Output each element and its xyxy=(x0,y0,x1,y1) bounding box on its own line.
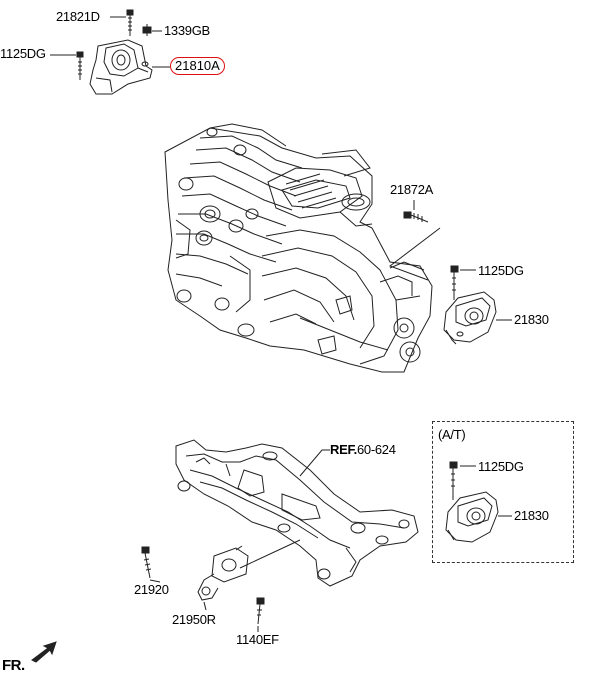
engine-transaxle-assembly xyxy=(164,123,433,373)
bolt-1140ef xyxy=(256,597,265,625)
roll-rod-21950r xyxy=(197,545,249,601)
bolt-21872a xyxy=(403,211,429,223)
at-transaxle-mount-21830 xyxy=(445,491,499,543)
transaxle-mount-21830 xyxy=(443,291,497,345)
label-1140ef: 1140EF xyxy=(236,632,279,647)
label-21920: 21920 xyxy=(134,582,169,597)
label-21872a: 21872A xyxy=(390,182,434,197)
label-21950r: 21950R xyxy=(172,612,216,627)
reference-prefix: REF. xyxy=(330,442,357,457)
reference-number: 60-624 xyxy=(356,442,396,457)
label-21810a-highlight: 21810A xyxy=(170,57,225,75)
label-1125dg-mid: 1125DG xyxy=(478,263,524,278)
bolt-21821d xyxy=(126,9,134,36)
label-21830-mid: 21830 xyxy=(514,312,549,327)
at-bolt-1125dg xyxy=(449,461,458,500)
sub-frame-crossmember xyxy=(175,439,419,587)
front-direction-label: FR. xyxy=(2,657,25,674)
bolt-1125dg-mid xyxy=(450,265,459,300)
front-arrow-icon xyxy=(31,641,57,663)
automatic-transmission-box xyxy=(432,421,574,563)
bolt-21920 xyxy=(141,546,152,579)
label-1125dg-at: 1125DG xyxy=(478,459,524,474)
label-1125dg-top: 1125DG xyxy=(0,46,46,61)
label-1339gb: 1339GB xyxy=(164,23,210,38)
nut-1339gb xyxy=(142,24,152,36)
label-reference: REF.60-624 xyxy=(330,443,396,457)
label-21830-at: 21830 xyxy=(514,508,549,523)
label-at: (A/T) xyxy=(438,427,466,442)
engine-mount-bracket-21810a xyxy=(89,39,153,95)
bolt-1125dg-top xyxy=(76,51,84,80)
label-21821d: 21821D xyxy=(56,9,100,24)
